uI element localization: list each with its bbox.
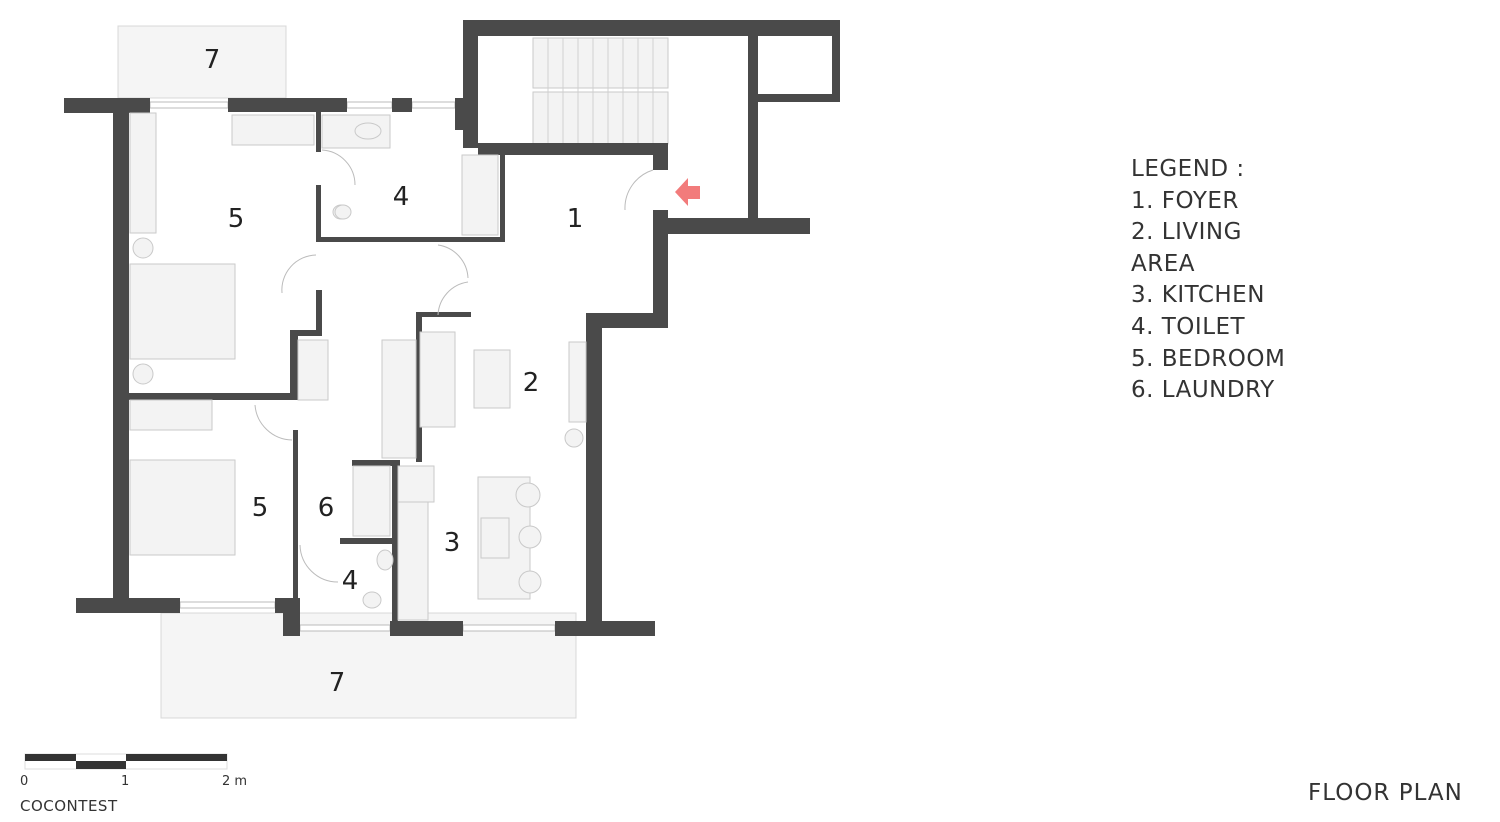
- legend-heading: LEGEND :: [1131, 156, 1245, 182]
- room-label-balcony-top: 7: [204, 45, 221, 75]
- legend-item: 2. LIVING: [1131, 219, 1242, 246]
- room-label-bedroom-top: 5: [228, 204, 245, 234]
- scale-tick-1: 1: [121, 774, 130, 789]
- legend-item: 6. LAUNDRY: [1131, 377, 1275, 404]
- room-label-living: 2: [523, 368, 540, 398]
- legend-item: 5. BEDROOM: [1131, 345, 1286, 372]
- door-swings: [254, 149, 654, 583]
- walls: [64, 20, 840, 636]
- room-label-toilet-top: 4: [393, 182, 410, 212]
- legend: LEGEND : 1. FOYER 2. LIVING AREA 3. KITC…: [1131, 154, 1285, 407]
- room-label-balcony-bottom: 7: [329, 668, 346, 698]
- scale-bar: [24, 753, 228, 770]
- scale-tick-0: 0: [20, 774, 29, 789]
- legend-item: 4. TOILET: [1131, 313, 1246, 340]
- scale-tick-2: 2 m: [222, 774, 248, 789]
- room-label-kitchen: 3: [444, 528, 461, 558]
- credit-text: COCONTEST: [20, 797, 118, 815]
- furniture: [129, 112, 587, 621]
- room-label-toilet-bottom: 4: [342, 566, 359, 596]
- staircase: [532, 37, 669, 145]
- legend-item: AREA: [1131, 250, 1195, 277]
- room-label-bedroom-bottom: 5: [252, 493, 269, 523]
- room-label-laundry: 6: [318, 493, 335, 523]
- room-label-foyer: 1: [567, 204, 584, 234]
- legend-item: 1. FOYER: [1131, 187, 1239, 214]
- legend-item: 3. KITCHEN: [1131, 282, 1265, 309]
- plan-title: FLOOR PLAN: [1308, 780, 1463, 806]
- entry-arrow-icon: [675, 178, 700, 206]
- balcony-top: [117, 25, 287, 99]
